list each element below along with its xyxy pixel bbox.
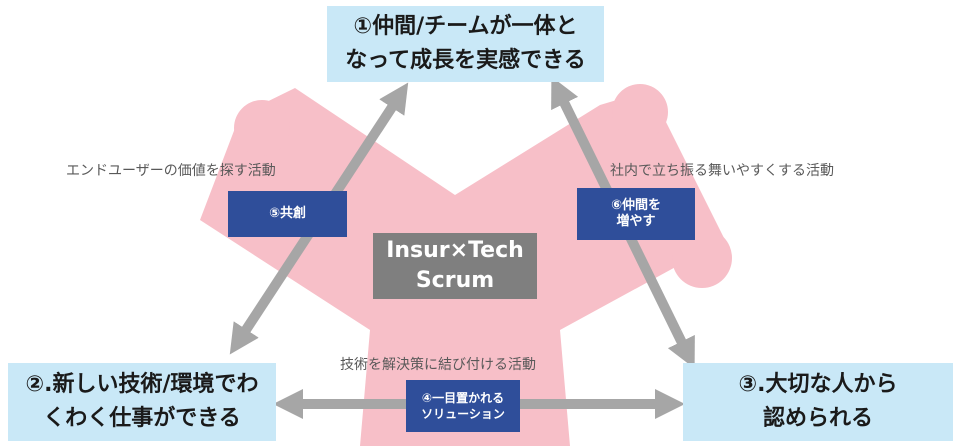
action-increase-members: ⑥仲間を 増やす xyxy=(577,188,695,240)
goal-right: ③.大切な人から 認められる xyxy=(683,363,953,441)
activity-bottom-label: 技術を解決策に結び付ける活動 xyxy=(340,357,536,373)
activity-right-label: 社内で立ち振る舞いやすくする活動 xyxy=(610,163,834,179)
goal-left: ②.新しい技術/環境でわ くわく仕事ができる xyxy=(8,363,276,441)
center-title: Insur×Tech Scrum xyxy=(373,233,537,299)
action-cocreation: ⑤共創 xyxy=(228,191,347,237)
goal-top: ①仲間/チームが一体と なって成長を実感できる xyxy=(327,6,604,82)
action-solution: ④一目置かれる ソリューション xyxy=(406,380,520,432)
activity-left-label: エンドユーザーの価値を探す活動 xyxy=(66,163,276,179)
